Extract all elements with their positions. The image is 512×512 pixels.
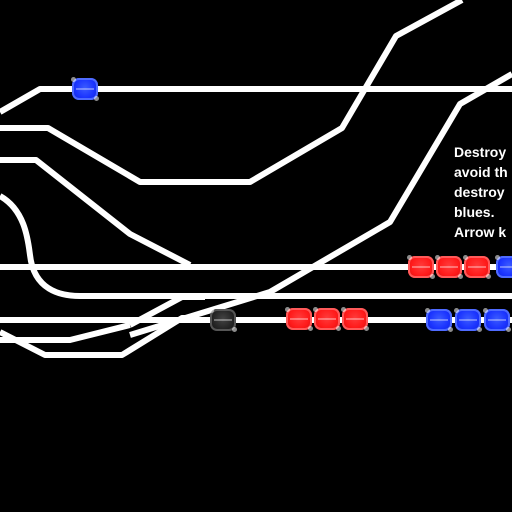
track-bottom-branch bbox=[0, 315, 196, 358]
blue-train-car bbox=[483, 308, 511, 332]
instructions-line: blues. bbox=[454, 204, 495, 220]
blue-train-car bbox=[454, 308, 482, 332]
track-top bbox=[0, 86, 512, 115]
red-train-car bbox=[313, 307, 341, 331]
red-train-car bbox=[285, 307, 313, 331]
track-upper-branch bbox=[0, 0, 464, 185]
instructions-line: destroy bbox=[454, 184, 505, 200]
track-cross bbox=[128, 294, 205, 328]
instructions-line: avoid th bbox=[454, 164, 508, 180]
blue-train-car bbox=[495, 255, 512, 278]
track-left-descending bbox=[0, 157, 192, 268]
blue-train-car bbox=[71, 77, 99, 101]
track-left-loop bbox=[0, 193, 512, 299]
track-right-branch bbox=[129, 71, 512, 338]
instructions-line: Destroy bbox=[454, 144, 507, 160]
instructions-text: Destroy avoid th destroy blues. Arrow k bbox=[454, 142, 512, 242]
red-train-car bbox=[463, 255, 491, 279]
track-bottom-connector bbox=[0, 322, 131, 343]
player-car[interactable] bbox=[209, 308, 237, 332]
instructions-line: Arrow k bbox=[454, 224, 507, 240]
red-train-car bbox=[407, 255, 435, 279]
red-train-car bbox=[341, 307, 369, 331]
blue-train-car bbox=[425, 308, 453, 332]
red-train-car bbox=[435, 255, 463, 279]
